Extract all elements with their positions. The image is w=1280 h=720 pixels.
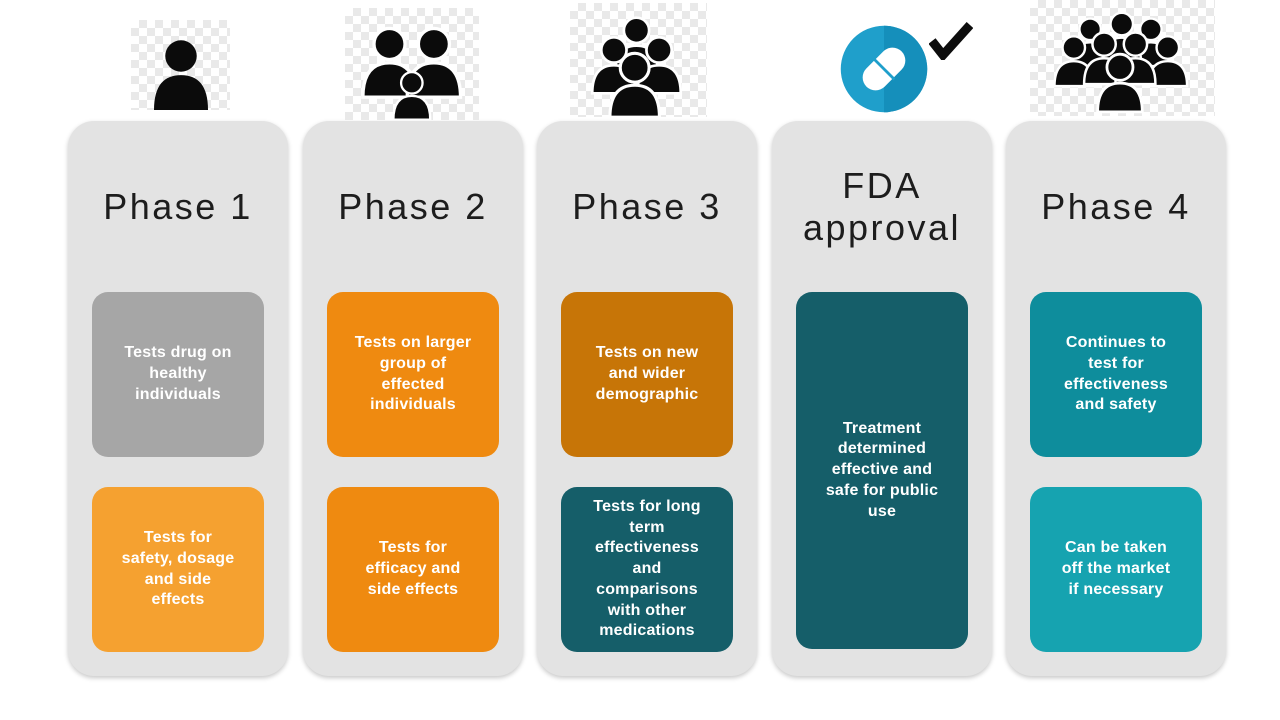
column-title: Phase 1 [103, 186, 253, 228]
card-text: Treatment determined effective and safe … [825, 419, 939, 520]
card-text: Tests on new and wider demographic [595, 344, 699, 403]
transparency-checkerboard [345, 8, 479, 120]
info-card: Tests drug on healthy individuals [92, 292, 264, 457]
group-icon [590, 16, 682, 117]
transparency-checkerboard [1030, 0, 1215, 116]
card-text: Tests for efficacy and side effects [365, 539, 461, 598]
card-text: Tests on larger group of effected indivi… [354, 333, 472, 414]
crowd-icon [1052, 11, 1188, 114]
info-card: Tests on larger group of effected indivi… [327, 292, 499, 457]
column-title: Phase 3 [572, 186, 722, 228]
transparency-checkerboard [570, 3, 707, 117]
pill-circle-icon [840, 25, 928, 113]
family-icon [361, 26, 463, 120]
info-card: Tests for efficacy and side effects [327, 487, 499, 652]
phase4-column: Phase 4 Continues to test for effectiven… [1006, 121, 1226, 676]
card-text: Tests drug on healthy individuals [124, 344, 232, 403]
info-card: Tests for long term effectiveness and co… [561, 487, 733, 652]
info-card: Continues to test for effectiveness and … [1030, 292, 1202, 457]
person-icon [153, 40, 208, 110]
phase3-column: Phase 3 Tests on new and wider demograph… [537, 121, 757, 676]
card-text: Tests for long term effectiveness and co… [593, 497, 701, 640]
card-text: Can be taken off the market if necessary [1061, 539, 1171, 598]
info-card: Tests on new and wider demographic [561, 292, 733, 457]
pill-capsule [862, 47, 906, 91]
card-text: Tests for safety, dosage and side effect… [121, 528, 235, 609]
phase1-column: Phase 1 Tests drug on healthy individual… [68, 121, 288, 676]
card-text: Continues to test for effectiveness and … [1064, 333, 1168, 414]
column-title: FDA approval [802, 165, 962, 248]
pill-check-icon [838, 23, 930, 115]
pill-circle-right [884, 25, 928, 113]
transparency-checkerboard [131, 20, 230, 110]
column-title: Phase 4 [1041, 186, 1191, 228]
fda-approval-column: FDA approval Treatment determined effect… [772, 121, 992, 676]
info-card: Can be taken off the market if necessary [1030, 487, 1202, 652]
checkmark-icon [929, 22, 973, 60]
info-card: Treatment determined effective and safe … [796, 292, 968, 649]
column-title: Phase 2 [338, 186, 488, 228]
info-card: Tests for safety, dosage and side effect… [92, 487, 264, 652]
phase2-column: Phase 2 Tests on larger group of effecte… [303, 121, 523, 676]
